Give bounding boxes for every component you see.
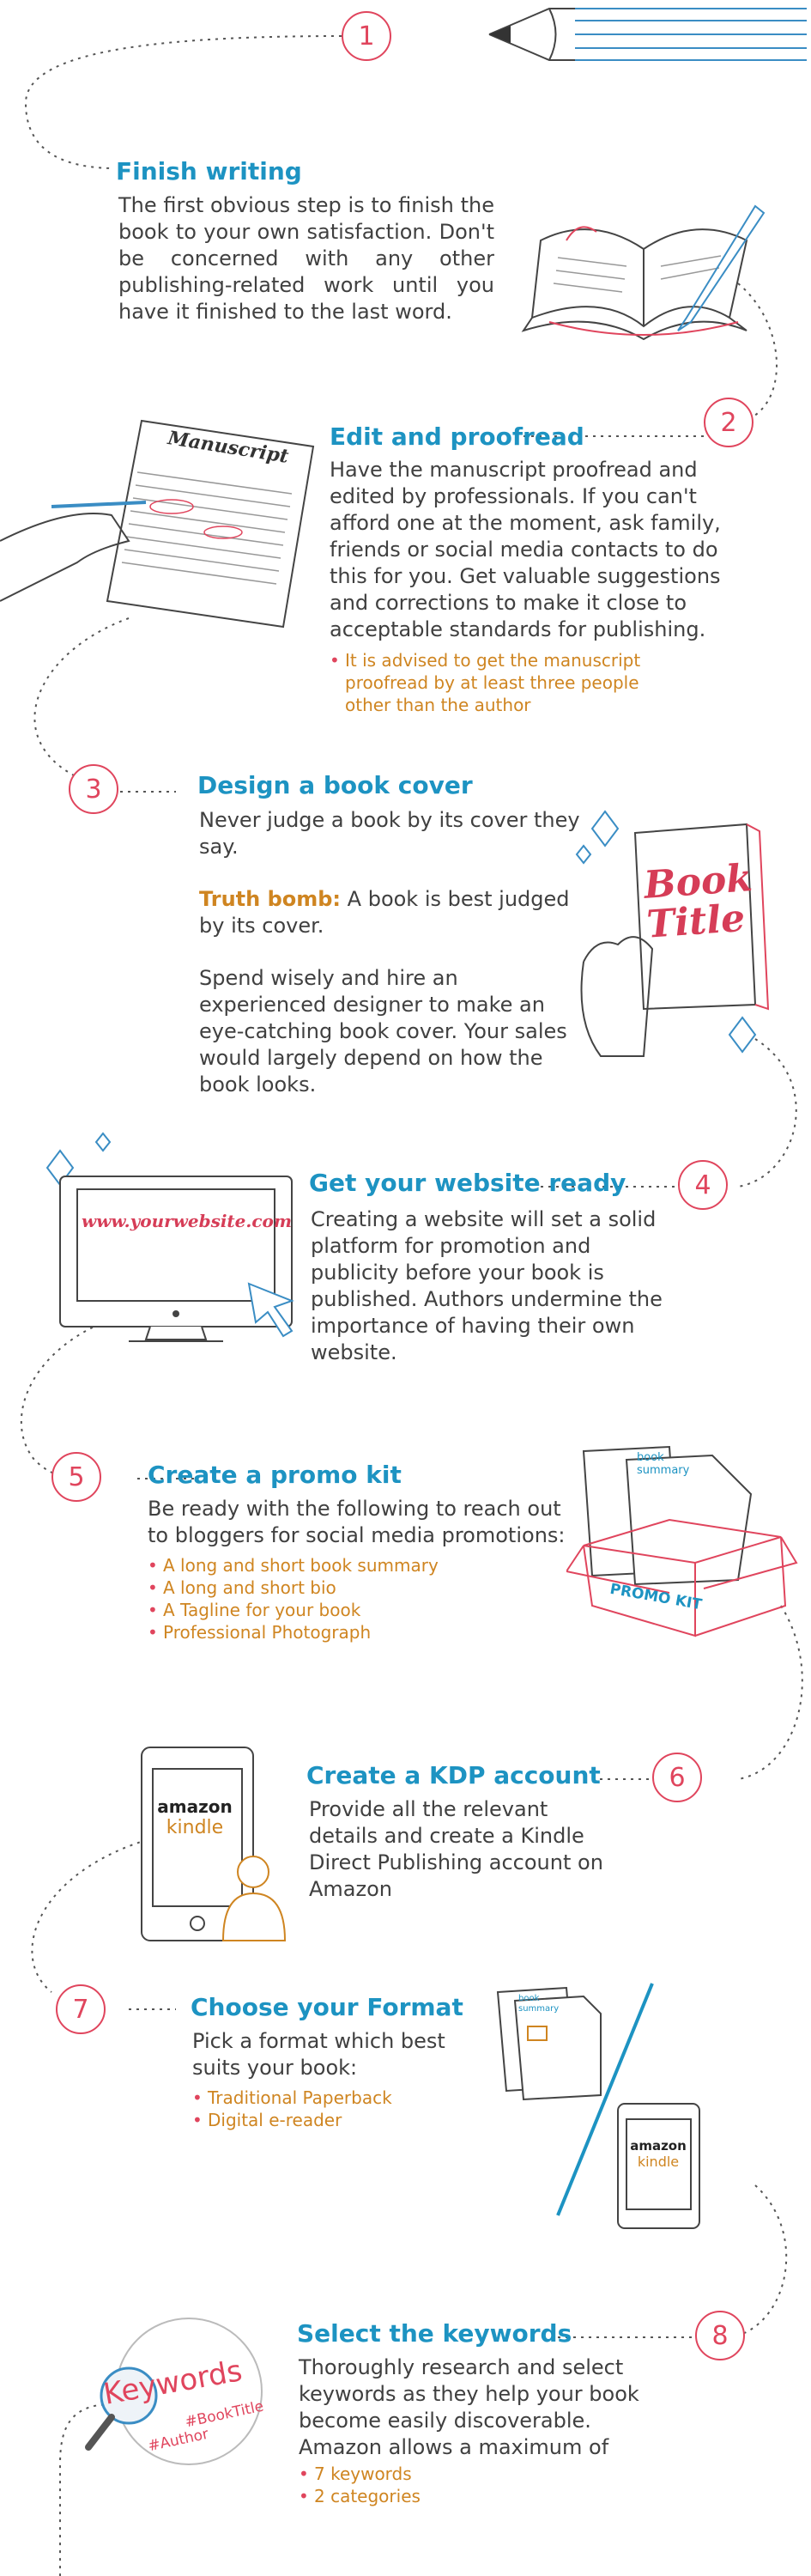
step-number-2: 2 [704, 398, 754, 447]
step-bullets-format: Traditional Paperback Digital e-reader [192, 2087, 467, 2131]
step-bullets-promo-kit: A long and short book summary A long and… [148, 1554, 525, 1643]
kindle-logo-2: kindle [637, 2154, 680, 2170]
format-summary-label-1: book [518, 1994, 540, 2003]
step-body-finish-writing: The first obvious step is to finish the … [118, 193, 494, 324]
step-title-design-cover: Design a book cover [197, 771, 473, 799]
list-item: A Tagline for your book [148, 1599, 525, 1621]
book-summary-label-1: book [637, 1451, 664, 1464]
step-number-6: 6 [652, 1753, 702, 1802]
book-cover-title-2: Title [645, 896, 747, 947]
step-number-3: 3 [69, 764, 118, 814]
step-body-edit-proofread: Have the manuscript proofread and edited… [330, 458, 721, 641]
step-title-edit-proofread: Edit and proofread [330, 422, 584, 451]
list-item: Traditional Paperback [192, 2087, 467, 2109]
list-item: A long and short book summary [148, 1554, 525, 1577]
truth-bomb-label: Truth bomb: [199, 887, 342, 911]
step-title-format: Choose your Format [191, 1993, 463, 2021]
manuscript-icon [0, 419, 315, 629]
step-number-5: 5 [51, 1452, 101, 1502]
format-summary-label-2: summary [518, 2004, 560, 2014]
amazon-logo: amazon [157, 1796, 233, 1817]
step-number-8: 8 [695, 2311, 745, 2360]
book-cover-icon [575, 810, 770, 1057]
step-title-keywords: Select the keywords [297, 2319, 572, 2348]
list-item: It is advised to get the manuscript proo… [330, 649, 690, 716]
step-body-design-cover-2: Spend wisely and hire an experienced des… [199, 966, 567, 1097]
step-body-keywords: Thoroughly research and select keywords … [299, 2355, 639, 2459]
list-item: A long and short bio [148, 1577, 525, 1599]
step-body-website: Creating a website will set a solid plat… [311, 1207, 663, 1364]
step-body-design-cover-1: Never judge a book by its cover they say… [199, 808, 580, 859]
step-number-7: 7 [56, 1984, 106, 2034]
tablet-icon [141, 1747, 287, 1941]
kindle-logo: kindle [166, 1817, 224, 1838]
step-number-1: 1 [342, 11, 391, 61]
monitor-icon [45, 1132, 294, 1342]
book-summary-label-2: summary [637, 1464, 690, 1477]
pencil-icon [488, 8, 807, 61]
step-body-promo-kit: Be ready with the following to reach out… [148, 1497, 566, 1547]
step-title-website: Get your website ready [309, 1169, 626, 1197]
open-book-icon [521, 204, 766, 341]
step-number-4: 4 [678, 1160, 728, 1210]
step-title-finish-writing: Finish writing [116, 157, 302, 185]
step-bullets-keywords: 7 keywords 2 categories [299, 2463, 556, 2507]
list-item: 7 keywords [299, 2463, 556, 2485]
amazon-logo-2: amazon [630, 2138, 687, 2154]
format-icon [496, 1983, 700, 2229]
step-bullets-edit-proofread: It is advised to get the manuscript proo… [330, 649, 690, 716]
step-body-design-cover-truth: Truth bomb: A book is best judged by its… [199, 886, 585, 939]
step-title-kdp: Create a KDP account [306, 1761, 601, 1789]
step-title-promo-kit: Create a promo kit [148, 1461, 402, 1489]
truth-bomb-text: A book is best judged by its cover. [199, 887, 570, 938]
magnifier-icon [85, 2318, 263, 2465]
list-item: Professional Photograph [148, 1621, 525, 1643]
step-body-kdp: Provide all the relevant details and cre… [309, 1797, 603, 1901]
list-item: Digital e-reader [192, 2109, 467, 2131]
step-body-format: Pick a format which best suits your book… [192, 2029, 445, 2080]
promo-kit-box-icon [566, 1445, 798, 1637]
website-url: www.yourwebsite.com [82, 1211, 293, 1231]
list-item: 2 categories [299, 2485, 556, 2507]
